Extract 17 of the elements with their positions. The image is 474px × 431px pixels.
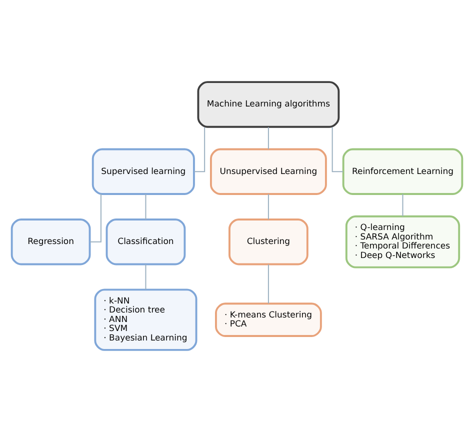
node-box: · K-means Clustering · PCA: [215, 302, 322, 336]
connector: [145, 194, 146, 219]
node-box: Reinforcement Learning: [342, 148, 464, 194]
node-box: Supervised learning: [92, 148, 195, 194]
node-box: Clustering: [228, 218, 308, 265]
connector: [402, 194, 404, 216]
node-box: Machine Learning algorithms: [197, 80, 340, 128]
node-box: Classification: [106, 218, 186, 265]
node-box: Regression: [10, 218, 91, 265]
connector: [194, 126, 206, 172]
node-box: · k-NN · Decision tree · ANN · SVM · Bayesian Learning: [94, 288, 198, 350]
connector: [268, 264, 269, 303]
connector: [145, 264, 146, 289]
node-box: Unsupervised Learning: [210, 148, 327, 194]
connector: [268, 126, 269, 149]
connector: [268, 194, 269, 219]
node-box: · Q-learning · SARSA Algorithm · Temporal Differences · Deep Q-Networks: [345, 214, 460, 268]
